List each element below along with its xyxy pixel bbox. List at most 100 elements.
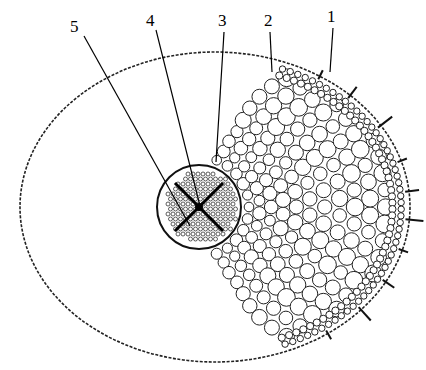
- cortex-cell: [361, 174, 377, 190]
- epidermis-cell: [369, 124, 375, 130]
- stele-cell: [176, 232, 180, 236]
- stele-cell: [209, 177, 213, 181]
- cortex-cell: [301, 176, 314, 189]
- epidermis-cell: [282, 341, 288, 347]
- stele-cell: [196, 172, 200, 176]
- epidermis-cell: [373, 130, 379, 136]
- cortex-cell: [333, 209, 347, 223]
- stele-cell: [219, 197, 223, 201]
- epidermis-cell: [316, 81, 322, 87]
- cortex-cell: [303, 192, 317, 206]
- stele-cell: [179, 217, 183, 221]
- stele-cell: [169, 207, 173, 211]
- cortex-cell: [289, 254, 303, 268]
- epidermis-cell: [394, 173, 400, 179]
- stele-cell: [174, 207, 178, 211]
- stele-cell: [224, 177, 228, 181]
- stele-outline: [157, 165, 241, 249]
- stele-cell: [211, 172, 215, 176]
- root-hair: [383, 280, 395, 288]
- epidermis-cell: [364, 118, 370, 124]
- stele-cell: [201, 222, 205, 226]
- callout-number: 4: [146, 12, 155, 29]
- epidermis-cell: [394, 232, 400, 238]
- stele-cell: [226, 212, 230, 216]
- leader-line: [156, 30, 200, 206]
- stele-cell: [206, 172, 210, 176]
- stele-cell: [199, 237, 203, 241]
- stele-cell: [184, 177, 188, 181]
- stele-cell: [229, 207, 233, 211]
- epidermis-cell: [387, 154, 393, 160]
- cortex-cell: [270, 236, 282, 248]
- cortex-cell: [252, 89, 267, 104]
- stele-cell: [194, 237, 198, 241]
- epidermis-cell: [382, 264, 388, 270]
- epidermis-cell: [395, 179, 401, 185]
- stele-cell: [201, 192, 205, 196]
- cortex-cell: [279, 311, 293, 325]
- stele-cell: [194, 217, 198, 221]
- stele-cell: [199, 187, 203, 191]
- stele-cell: [201, 182, 205, 186]
- cortex-cell: [222, 243, 232, 253]
- stele-cell: [234, 217, 238, 221]
- stele-cell: [204, 187, 208, 191]
- stele-cell: [204, 177, 208, 181]
- stele-cell: [224, 227, 228, 231]
- epidermis-cell: [344, 308, 350, 314]
- stele-cell: [201, 232, 205, 236]
- stele-cell: [211, 182, 215, 186]
- callout-number: 1: [327, 8, 336, 25]
- stele-cell: [224, 187, 228, 191]
- epidermis-cell: [302, 74, 308, 80]
- leader-line: [216, 32, 224, 162]
- stele-cell: [206, 222, 210, 226]
- xylem-arm: [199, 183, 223, 207]
- epidermis-cell: [283, 74, 290, 81]
- stele-cell: [219, 217, 223, 221]
- epidermis-cell: [286, 332, 293, 339]
- epidermis-cell: [287, 68, 293, 74]
- stele-cell: [181, 202, 185, 206]
- cortex-cell: [300, 264, 315, 279]
- cortex-cell: [243, 269, 255, 281]
- epidermis-cell: [388, 252, 394, 258]
- cortex-cell: [344, 233, 360, 249]
- callout-number: 3: [218, 12, 227, 29]
- stele-cell: [189, 237, 193, 241]
- epidermis: [276, 66, 424, 348]
- cortex-cell: [316, 216, 332, 232]
- cortex-cell: [251, 220, 262, 231]
- epidermis-cell: [319, 325, 325, 331]
- cortex-cell: [362, 190, 379, 207]
- stele-cell: [189, 227, 193, 231]
- cortex-cell: [326, 120, 340, 134]
- stele-cell: [224, 197, 228, 201]
- stele-cell: [189, 187, 193, 191]
- epidermis-cell: [290, 338, 296, 344]
- stele-cell: [191, 232, 195, 236]
- epidermis-cell: [374, 276, 380, 282]
- stele-cell: [176, 212, 180, 216]
- cortex-cell: [316, 183, 331, 198]
- leader-line: [270, 32, 272, 72]
- stele-cell: [189, 207, 193, 211]
- stele-cell: [191, 192, 195, 196]
- stele-cell: [201, 172, 205, 176]
- epidermis-cell: [323, 85, 329, 91]
- epidermis-cell: [381, 141, 387, 147]
- cortex-cell: [250, 279, 263, 292]
- epidermis-cell: [397, 219, 403, 225]
- epidermis-cell: [350, 303, 356, 309]
- stele-cell: [171, 212, 175, 216]
- epidermis-cell: [397, 186, 403, 192]
- epidermis-cell: [276, 72, 283, 79]
- cortex-cell: [327, 158, 341, 172]
- stele-cell: [196, 232, 200, 236]
- stele-cell: [209, 227, 213, 231]
- xylem-arm: [175, 207, 199, 231]
- epidermis-cell: [295, 71, 301, 77]
- stele-cell: [214, 177, 218, 181]
- stele-cell: [181, 182, 185, 186]
